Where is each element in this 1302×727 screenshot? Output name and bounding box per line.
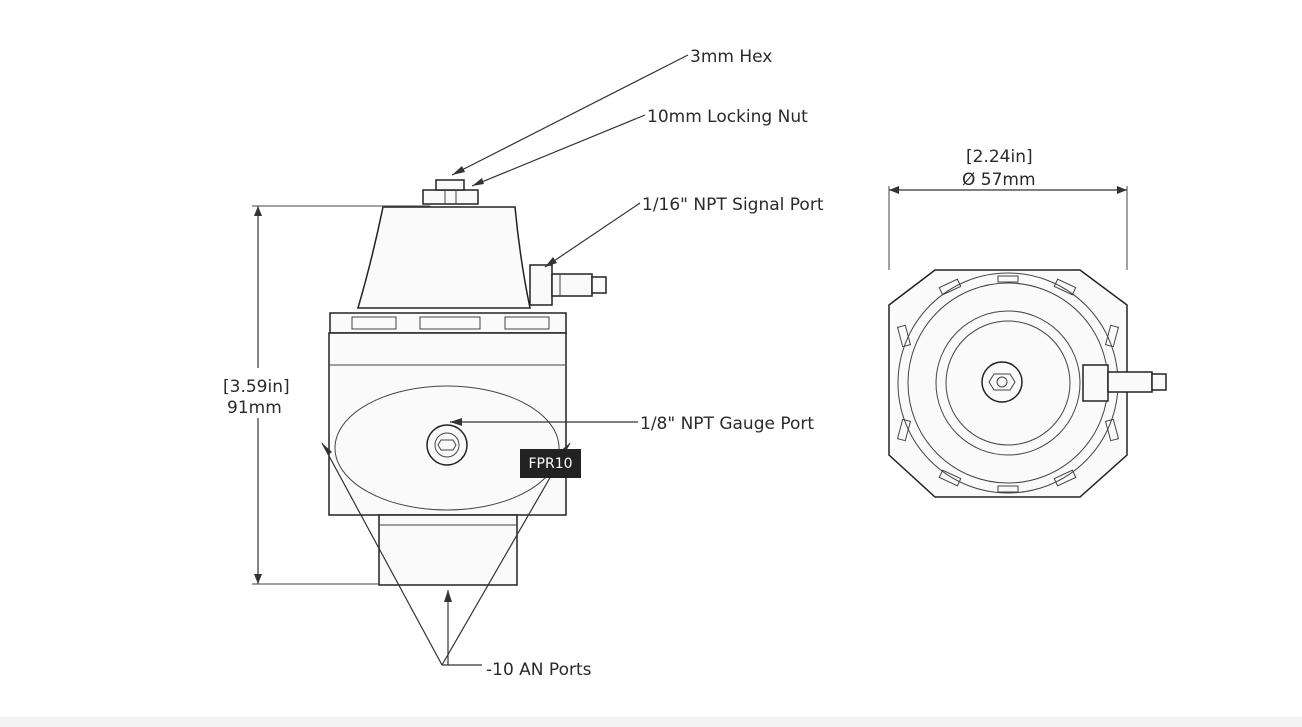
an-ports-label: -10 AN Ports <box>486 660 592 680</box>
locking-nut-shape <box>422 179 479 205</box>
height-dimension <box>252 205 430 585</box>
height-inch-label: [3.59in] <box>223 377 290 397</box>
side-view <box>328 179 607 586</box>
top-view <box>888 186 1167 498</box>
signal-port-label: 1/16" NPT Signal Port <box>642 195 824 215</box>
diameter-mm-label: Ø 57mm <box>962 170 1036 190</box>
gauge-port-label: 1/8" NPT Gauge Port <box>640 414 814 434</box>
top-signal-fitting <box>1082 364 1167 402</box>
model-tag: FPR10 <box>520 449 581 478</box>
main-body <box>328 332 567 516</box>
height-mm-label: 91mm <box>227 398 282 418</box>
collar-ring <box>329 312 567 334</box>
bottom-bar <box>0 717 1302 727</box>
top-center-nut <box>981 361 1023 403</box>
signal-port-fitting <box>529 264 607 306</box>
hex-label: 3mm Hex <box>690 47 772 67</box>
gauge-port-circle <box>426 424 468 466</box>
regulator-cap <box>357 206 531 309</box>
diameter-inch-label: [2.24in] <box>966 147 1033 167</box>
port-face-oval <box>334 385 560 511</box>
locking-nut-label: 10mm Locking Nut <box>647 107 808 127</box>
bottom-neck <box>378 514 518 586</box>
leader-lines <box>321 54 689 666</box>
